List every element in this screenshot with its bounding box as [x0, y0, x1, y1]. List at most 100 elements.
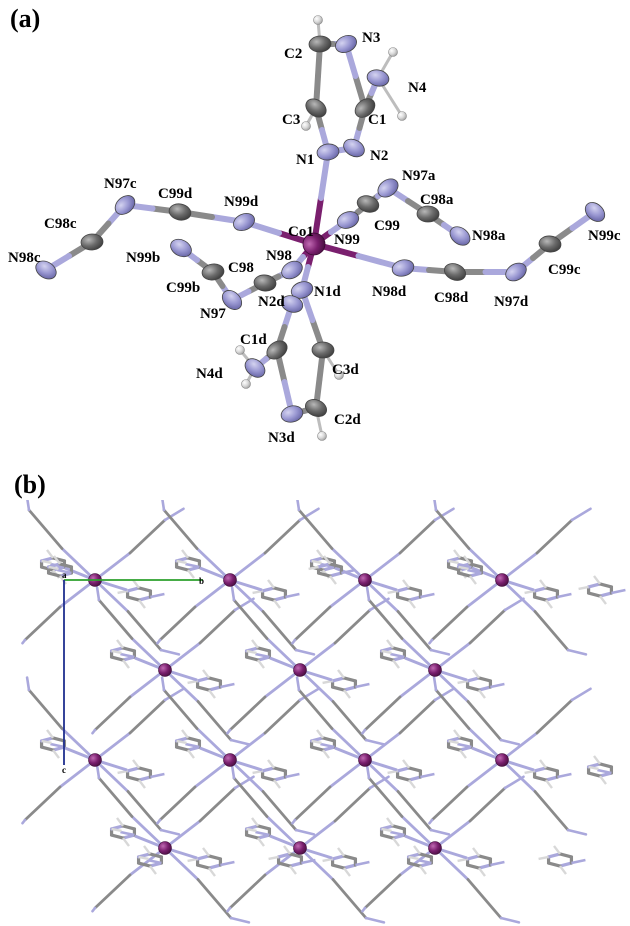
atom-label-N99: N99	[334, 232, 360, 248]
ring-bond-25-0	[342, 863, 358, 870]
atom-label-C2d: C2d	[334, 412, 361, 428]
ring-h3-29	[329, 575, 337, 585]
linker-a-6-0	[433, 641, 472, 672]
ring-bond-16-1	[174, 745, 190, 752]
ring-h3-33	[289, 865, 297, 875]
linker-c-5-2	[364, 738, 386, 746]
atom-label-N98c: N98c	[8, 250, 41, 266]
linker-a-4-0	[163, 641, 202, 672]
linker-c-11-2	[229, 916, 251, 924]
linker-a-5-1	[263, 668, 302, 699]
panel-b-label: (b)	[14, 470, 46, 499]
ring-sub-20	[457, 742, 472, 749]
atom-label-C3: C3	[282, 112, 300, 128]
ring-bond-27-1	[465, 863, 481, 870]
ring-h-14	[41, 739, 52, 745]
linker-a-11-0	[163, 819, 202, 850]
ring-sub-36	[597, 768, 612, 775]
ring-h3-9	[208, 689, 216, 699]
ring-h3-8	[122, 659, 130, 669]
ring-bond-24-1	[244, 833, 260, 840]
linker-b-5-2	[331, 700, 368, 742]
axis-label-origin: a	[62, 570, 67, 580]
ring-bond-19-4	[407, 766, 423, 773]
ring-h3-11	[343, 689, 351, 699]
ring-h-19	[387, 769, 398, 775]
ring-h-10	[246, 649, 257, 655]
ring-sub-8	[120, 652, 135, 659]
ring-bond-3-4	[272, 586, 288, 593]
ring-bond-11-1	[330, 685, 346, 692]
ring-h3-20	[459, 749, 467, 759]
ring-bond-2-4	[186, 556, 202, 563]
atom-C99	[356, 195, 380, 213]
linker-c-13-1	[361, 906, 367, 913]
co-atom-8	[223, 753, 237, 767]
atom-N98c	[35, 260, 57, 280]
co-atom-2	[358, 573, 372, 587]
ring-bond-16-4	[186, 736, 202, 743]
linker-b-9-0	[398, 698, 437, 735]
ring-h2-21	[539, 759, 547, 769]
atom-hydrogen-5	[241, 379, 251, 389]
ring-h3-28	[59, 575, 67, 585]
linker-b-1-0	[263, 518, 302, 555]
atom-C98a	[416, 205, 440, 223]
co-atom-13	[428, 841, 442, 855]
ring-h2-12	[386, 639, 394, 649]
ring-h-23	[187, 857, 198, 863]
ring-bond-23-3	[195, 854, 211, 861]
ring-bond-21-4	[544, 766, 560, 773]
linker-c-9-2	[429, 828, 451, 836]
ring-h-22	[111, 827, 122, 833]
ring-h-28	[48, 565, 59, 571]
ring-h3-7	[545, 599, 553, 609]
ring-h-29	[308, 565, 319, 571]
linker-b-10-3	[434, 688, 471, 730]
ring-sub-14	[50, 742, 65, 749]
linker-a-10-0	[500, 731, 539, 762]
ring-h2-15	[132, 759, 140, 769]
co-atom-11	[158, 841, 172, 855]
ring-bond-14-4	[51, 736, 67, 743]
ring-sub-11	[355, 682, 370, 689]
ring-h2-6	[453, 549, 461, 559]
ring-h3-17	[273, 779, 281, 789]
ring-h-32	[138, 855, 149, 861]
atom-N97a	[377, 178, 399, 198]
linker-a-8-3	[195, 727, 232, 762]
linker-c-10-2	[566, 828, 588, 836]
atom-C2d	[305, 399, 327, 417]
linker-a-10-1	[465, 758, 504, 789]
linker-a-1-3	[195, 547, 232, 582]
atom-label-C99b: C99b	[166, 280, 200, 296]
linker-c-2-0	[433, 507, 455, 522]
ring-bond-35-0	[558, 861, 574, 868]
linker-a-6-2	[433, 668, 470, 703]
ring-bond-15-1	[125, 775, 141, 782]
linker-a-6-1	[398, 668, 437, 699]
ring-bond-20-1	[446, 745, 462, 752]
linker-a-7-0	[93, 731, 132, 762]
ring-h2-8	[116, 639, 124, 649]
atom-label-C98a: C98a	[420, 192, 454, 208]
ring-h-16	[176, 739, 187, 745]
atom-hydrogen-3	[301, 121, 311, 131]
ring-sub-22	[120, 830, 135, 837]
ring-sub-17	[285, 772, 300, 779]
ring-bond-18-4	[321, 736, 337, 743]
ring-bond-12-4	[391, 646, 407, 653]
ring-h3-22	[122, 837, 130, 847]
linker-b-8-1	[158, 785, 197, 822]
linker-a-3-0	[500, 551, 539, 582]
linker-c-9-3	[295, 676, 301, 692]
linker-a-13-0	[433, 819, 472, 850]
atom-C2	[308, 35, 332, 53]
ring-bond-25-3	[330, 854, 346, 861]
ring-bond-11-0	[342, 685, 358, 692]
ring-sub-24	[255, 830, 270, 837]
atom-label-C99: C99	[374, 218, 400, 234]
linker-c-11-1	[91, 906, 97, 913]
linker-a-8-0	[228, 731, 267, 762]
